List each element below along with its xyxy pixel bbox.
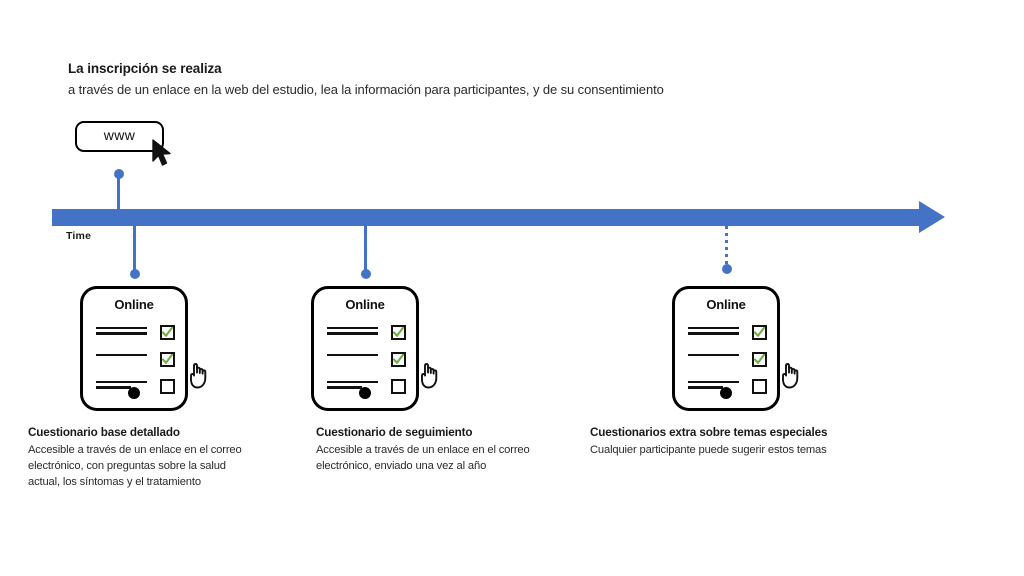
connector-dot-extra [721,264,732,274]
text-line [688,332,739,335]
question-row [327,325,406,352]
card-question-list [688,325,767,406]
questionnaire-card-followup[interactable]: Online [311,286,419,411]
connector-dot-followup [360,269,371,279]
caption-extra: Cuestionarios extra sobre temas especial… [590,425,890,459]
question-text-lines [327,381,378,392]
arrow-pointer-icon [150,138,176,168]
question-row [96,352,175,379]
enrolment-description: La inscripción se realiza a través de un… [68,60,768,100]
timeline-axis-label: Time [66,230,92,242]
hand-pointer-icon [417,358,449,394]
connector-enrolment [117,176,120,212]
question-text-lines [96,381,147,392]
card-title-extra: Online [706,297,746,312]
enrolment-title: La inscripción se realiza [68,61,222,76]
hand-pointer-icon [186,358,218,394]
text-line [96,386,131,389]
checkbox-checked[interactable] [391,325,406,340]
caption-title-baseline: Cuestionario base detallado [28,426,180,439]
enrolment-subtitle: a través de un enlace en la web del estu… [68,82,664,98]
text-line [688,381,739,384]
caption-title-followup: Cuestionario de seguimiento [316,426,473,439]
text-line [688,327,739,330]
text-line [327,354,378,357]
connector-baseline [133,224,136,274]
checkbox-checked[interactable] [752,352,767,367]
caption-baseline: Cuestionario base detallado Accesible a … [28,425,253,491]
caption-title-extra: Cuestionarios extra sobre temas especial… [590,426,828,439]
question-row [327,352,406,379]
text-line [96,332,147,335]
checkbox-checked[interactable] [160,352,175,367]
card-home-dot [128,387,140,399]
checkbox-checked[interactable] [391,352,406,367]
text-line [688,386,723,389]
text-line [96,381,147,384]
browser-www-label: www [103,127,136,143]
question-text-lines [688,327,739,338]
text-line [327,386,362,389]
timeline-axis-bar [52,209,926,226]
hand-pointer-icon [778,358,810,394]
question-row [688,325,767,352]
question-row [688,352,767,379]
text-line [688,354,739,357]
connector-dot-enrolment [113,169,124,179]
card-title-followup: Online [345,297,385,312]
card-title-baseline: Online [114,297,154,312]
checkbox-unchecked[interactable] [160,379,175,394]
card-question-list [96,325,175,406]
question-text-lines [96,327,147,338]
connector-dot-baseline [129,269,140,279]
connector-followup [364,224,367,274]
caption-body-extra: Cualquier participante puede sugerir est… [590,443,827,456]
question-text-lines [688,381,739,392]
question-text-lines [96,354,147,359]
card-question-list [327,325,406,406]
connector-extra [725,226,728,268]
question-row [96,325,175,352]
card-home-dot [359,387,371,399]
question-text-lines [688,354,739,359]
arrow-right-icon [919,201,945,233]
card-home-dot [720,387,732,399]
questionnaire-card-baseline[interactable]: Online [80,286,188,411]
question-text-lines [327,327,378,338]
text-line [327,332,378,335]
browser-window-shape[interactable]: www [75,121,164,152]
checkbox-unchecked[interactable] [752,379,767,394]
text-line [96,354,147,357]
text-line [96,327,147,330]
text-line [327,381,378,384]
checkbox-unchecked[interactable] [391,379,406,394]
checkbox-checked[interactable] [752,325,767,340]
question-row [327,379,406,406]
text-line [327,327,378,330]
caption-body-followup: Accesible a través de un enlace en el co… [316,443,530,472]
caption-followup: Cuestionario de seguimiento Accesible a … [316,425,551,475]
questionnaire-card-extra[interactable]: Online [672,286,780,411]
checkbox-checked[interactable] [160,325,175,340]
question-row [96,379,175,406]
caption-body-baseline: Accesible a través de un enlace en el co… [28,443,242,488]
question-row [688,379,767,406]
question-text-lines [327,354,378,359]
